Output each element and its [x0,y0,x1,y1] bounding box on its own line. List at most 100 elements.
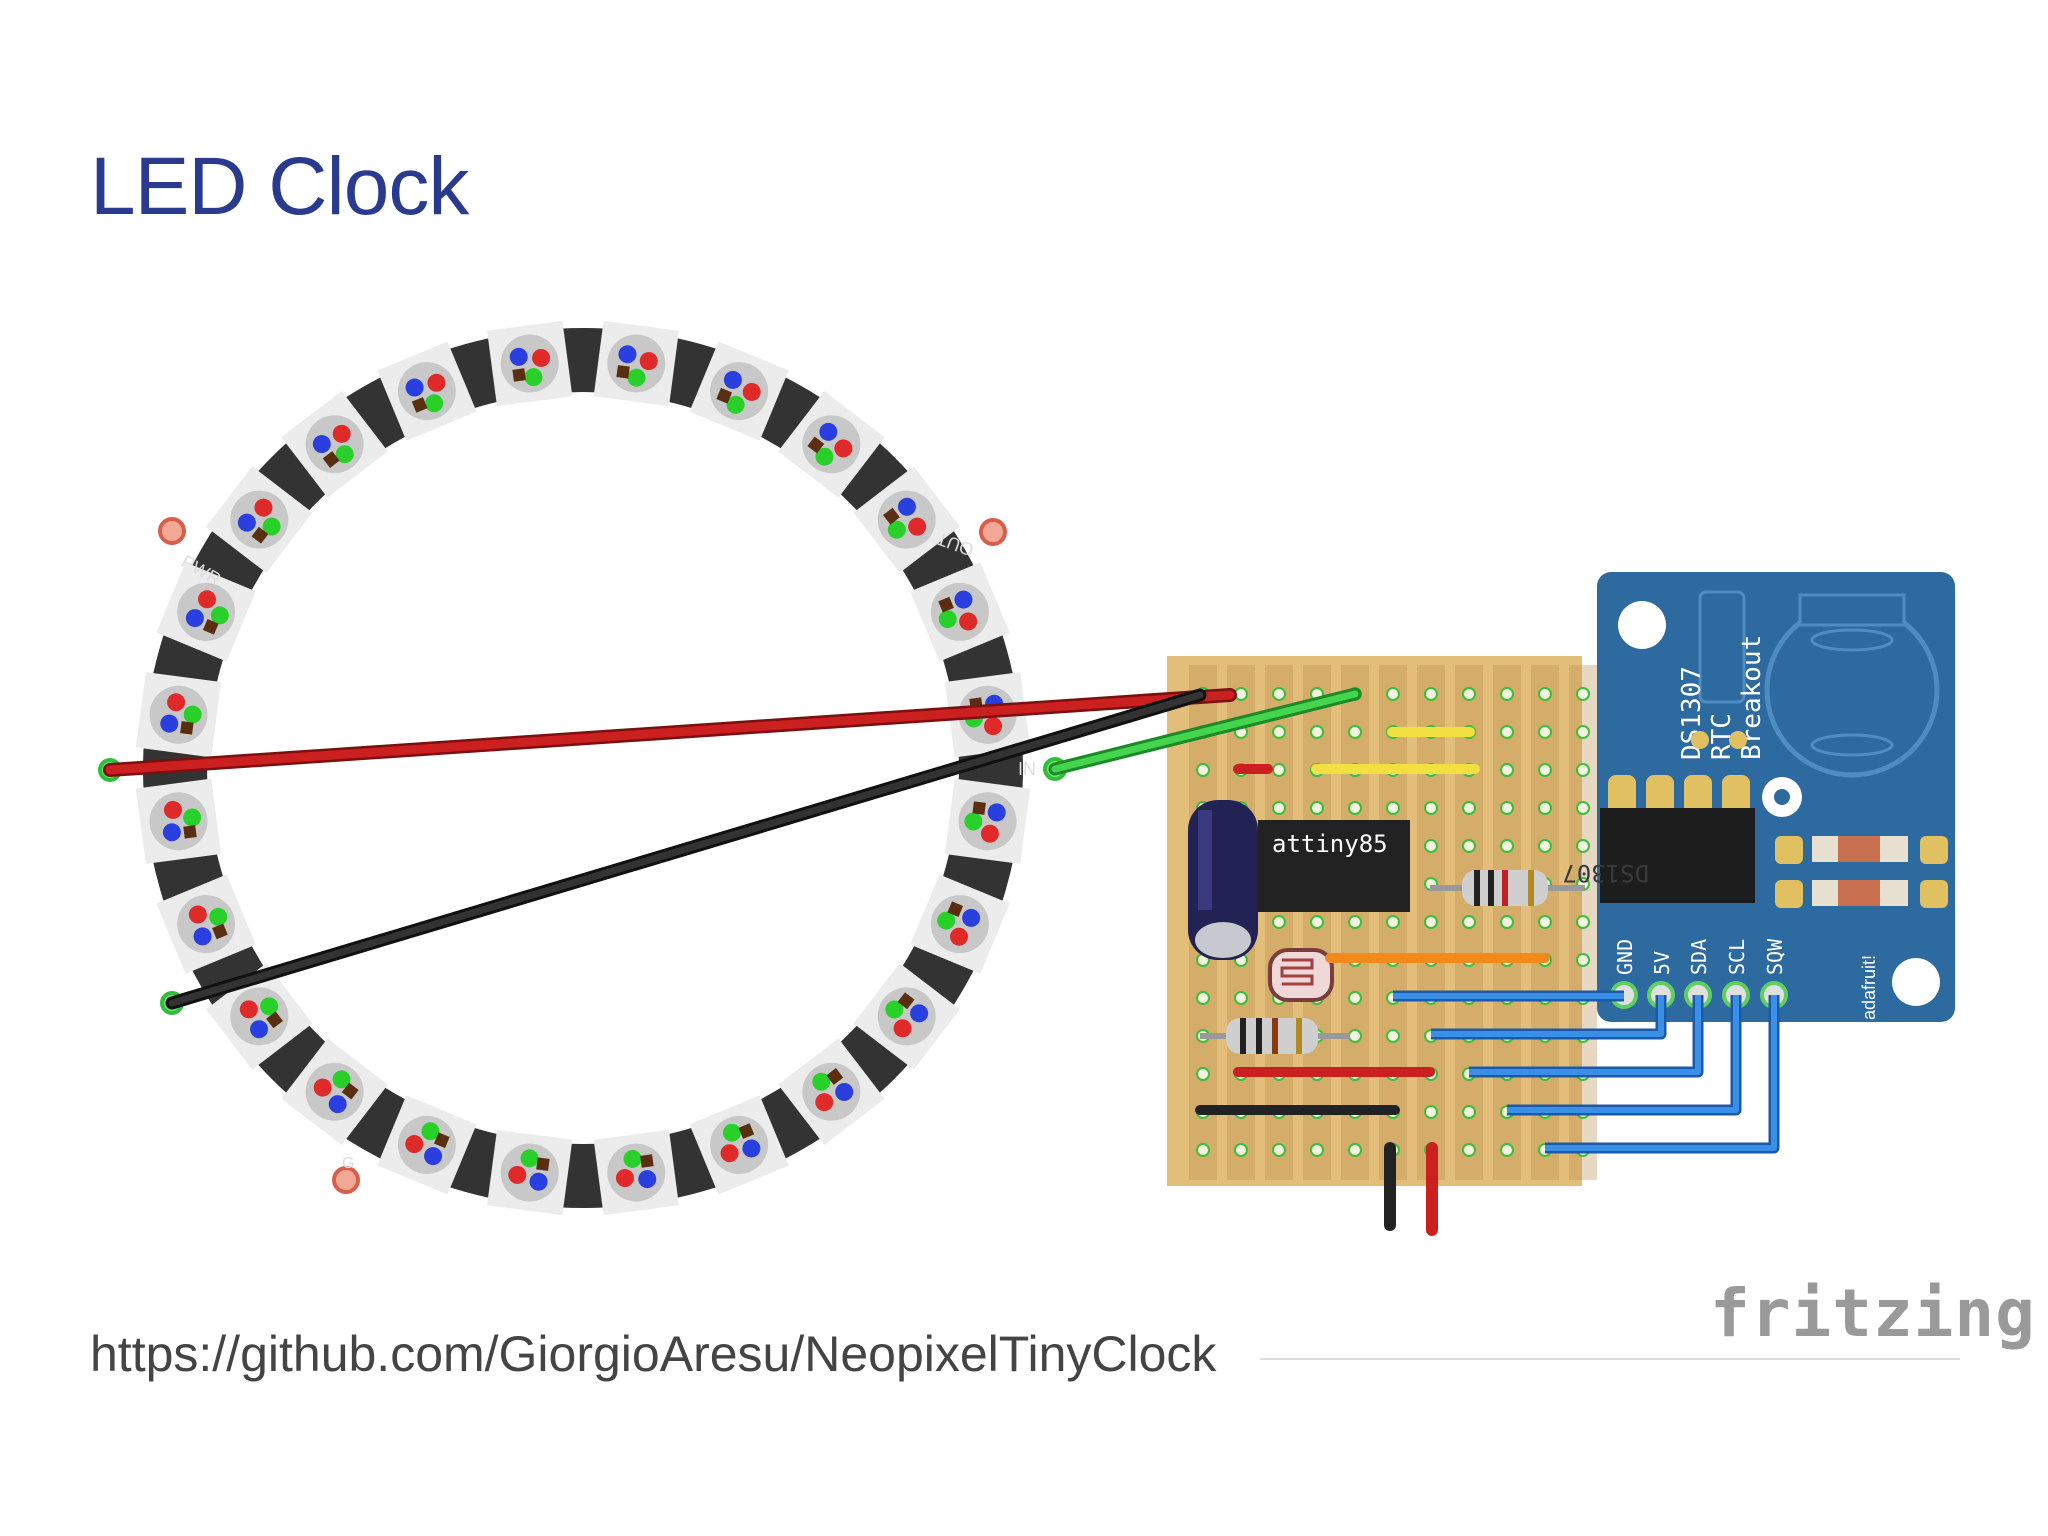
gnd-pad [332,1166,360,1194]
board-hole [1196,1143,1210,1157]
board-hole [1538,687,1552,701]
ring-pixel [910,874,1010,974]
board-hole [1576,839,1590,853]
rtc-breakout: DS1307 RTC Breakout DS1307 adafruit! G [1562,572,1955,1022]
board-hole [1576,687,1590,701]
board-hole [1576,801,1590,815]
board-hole [1424,915,1438,929]
board-hole [1424,687,1438,701]
board-hole [1272,801,1286,815]
ring-pixel [156,874,256,974]
board-hole [1576,725,1590,739]
rtc-pin-label: 5V [1650,951,1674,975]
ring-pixel [377,1095,477,1195]
blue-wire-highlight [1545,995,1777,1151]
board-jumpers [1195,727,1550,1236]
board-hole [1234,991,1248,1005]
board-hole [1386,801,1400,815]
board-hole [1424,839,1438,853]
board-hole [1196,991,1210,1005]
board-hole [1462,687,1476,701]
rtc-chip-pad [1684,775,1712,815]
board-hole [1462,915,1476,929]
board-hole [1424,801,1438,815]
ring-pixel [778,391,885,498]
board-hole [1538,725,1552,739]
board-hole [1196,763,1210,777]
ring-pixel [487,1129,573,1216]
ring-pixel [281,1038,388,1145]
blue-wire-highlight [1469,995,1701,1075]
rtc-star-logo [1762,777,1802,817]
board-hole [1272,687,1286,701]
rtc-chip-pad [1722,775,1750,815]
board-hole [1310,915,1324,929]
board-hole [1348,915,1362,929]
ring-pixel [944,778,1031,864]
rtc-pin-label: GND [1613,939,1637,975]
rtc-mount-hole-bottom [1892,958,1940,1006]
board-hole [1576,763,1590,777]
board-hole [1310,801,1324,815]
ring-pixel [853,466,960,573]
board-hole [1348,725,1362,739]
ring-pixel [853,963,960,1070]
fritzing-logo: fritzing [1710,1275,2036,1352]
board-hole [1386,1029,1400,1043]
board-hole [1500,839,1514,853]
ring-pixel [689,1095,789,1195]
board-hole [1500,763,1514,777]
ring-pixel [206,466,313,573]
board-hole [1538,763,1552,777]
ring-pixels [135,320,1031,1216]
ring-pixel [689,341,789,441]
board-hole [1462,839,1476,853]
out-pad [979,518,1007,546]
board-hole [1538,839,1552,853]
board-hole [1272,1143,1286,1157]
smd-resistors [1775,836,1948,908]
ring-pixel [593,1129,679,1216]
electrolytic-capacitor [1188,800,1258,960]
ring-pixel [156,562,256,662]
board-hole [1234,1143,1248,1157]
board-hole [1500,725,1514,739]
board-hole [1424,1105,1438,1119]
ring-pixel [135,672,222,758]
blue-wire-highlight [1431,995,1664,1037]
coin-cell-holder [1764,593,1940,778]
ring-pixel [377,341,477,441]
board-hole [1386,687,1400,701]
board-hole [1462,801,1476,815]
board-hole [1272,915,1286,929]
board-hole [1348,801,1362,815]
board-hole [1310,1143,1324,1157]
board-hole [1462,1105,1476,1119]
board-hole [1500,801,1514,815]
attiny85-chip: attiny85 [1258,820,1410,912]
ring-inner [207,392,959,1144]
board-hole [1576,953,1590,967]
rtc-blue-wires [1393,990,1780,1154]
repo-url[interactable]: https://github.com/GiorgioAresu/Neopixel… [90,1326,1217,1382]
board-hole [1310,725,1324,739]
gnd-pad-label: G [342,1155,354,1172]
ring-pixel [281,391,388,498]
rtc-pin-label: SDA [1687,939,1711,975]
board-components: attiny85 [1188,800,1585,1054]
photoresistor [1268,948,1334,1002]
board-hole [1500,1143,1514,1157]
ring-pixel [487,320,573,407]
pwr-pad [158,517,186,545]
ds1307-chip [1600,808,1755,903]
rtc-pin-label: SCL [1725,939,1749,975]
rtc-brand: adafruit! [1859,955,1879,1020]
board-hole [1500,687,1514,701]
board-hole [1462,1143,1476,1157]
ring-pixel [778,1038,885,1145]
board-hole [1386,915,1400,929]
ring-pixel [593,320,679,407]
rtc-chip-pads [1608,775,1750,815]
